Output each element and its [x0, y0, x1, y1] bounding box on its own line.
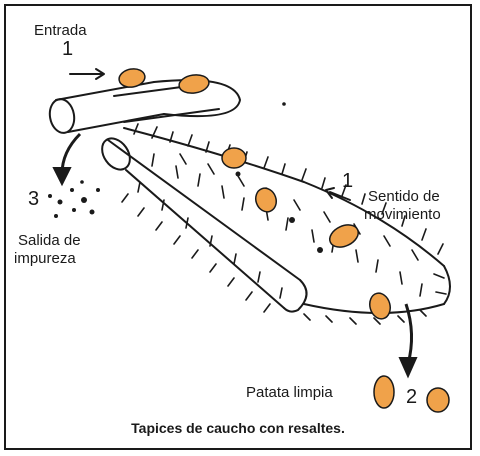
figure-caption: Tapices de caucho con resaltes.: [6, 420, 470, 436]
label-patata-limpia: Patata limpia: [246, 384, 333, 401]
number-1-movement: 1: [342, 170, 353, 193]
label-salida-line2: impureza: [14, 250, 76, 267]
potato-entry-1: [118, 67, 147, 89]
potato-on-belt-4: [367, 291, 393, 321]
label-entrada: Entrada: [34, 22, 87, 39]
impurity-exit-arrowhead: [54, 168, 70, 184]
potato-exit-arrow: [406, 304, 412, 364]
potato-on-belt-3: [326, 221, 362, 252]
label-sentido-line2: movimiento: [364, 206, 441, 223]
number-2-clean: 2: [406, 386, 417, 409]
potato-exit-arrowhead: [400, 358, 416, 376]
potato-clean-2: [427, 388, 449, 412]
potato-on-belt-1: [222, 148, 246, 168]
lower-roller: [96, 133, 306, 311]
number-1-entry: 1: [62, 38, 73, 61]
upper-roller: [47, 80, 240, 135]
potato-on-belt-2: [252, 185, 279, 214]
rubber-spikes: [122, 124, 446, 324]
number-3-impurity: 3: [28, 188, 39, 211]
potato-entry-2: [178, 73, 210, 95]
label-salida-line1: Salida de: [18, 232, 81, 249]
potato-clean-1: [374, 376, 394, 408]
label-sentido-line1: Sentido de: [368, 188, 440, 205]
